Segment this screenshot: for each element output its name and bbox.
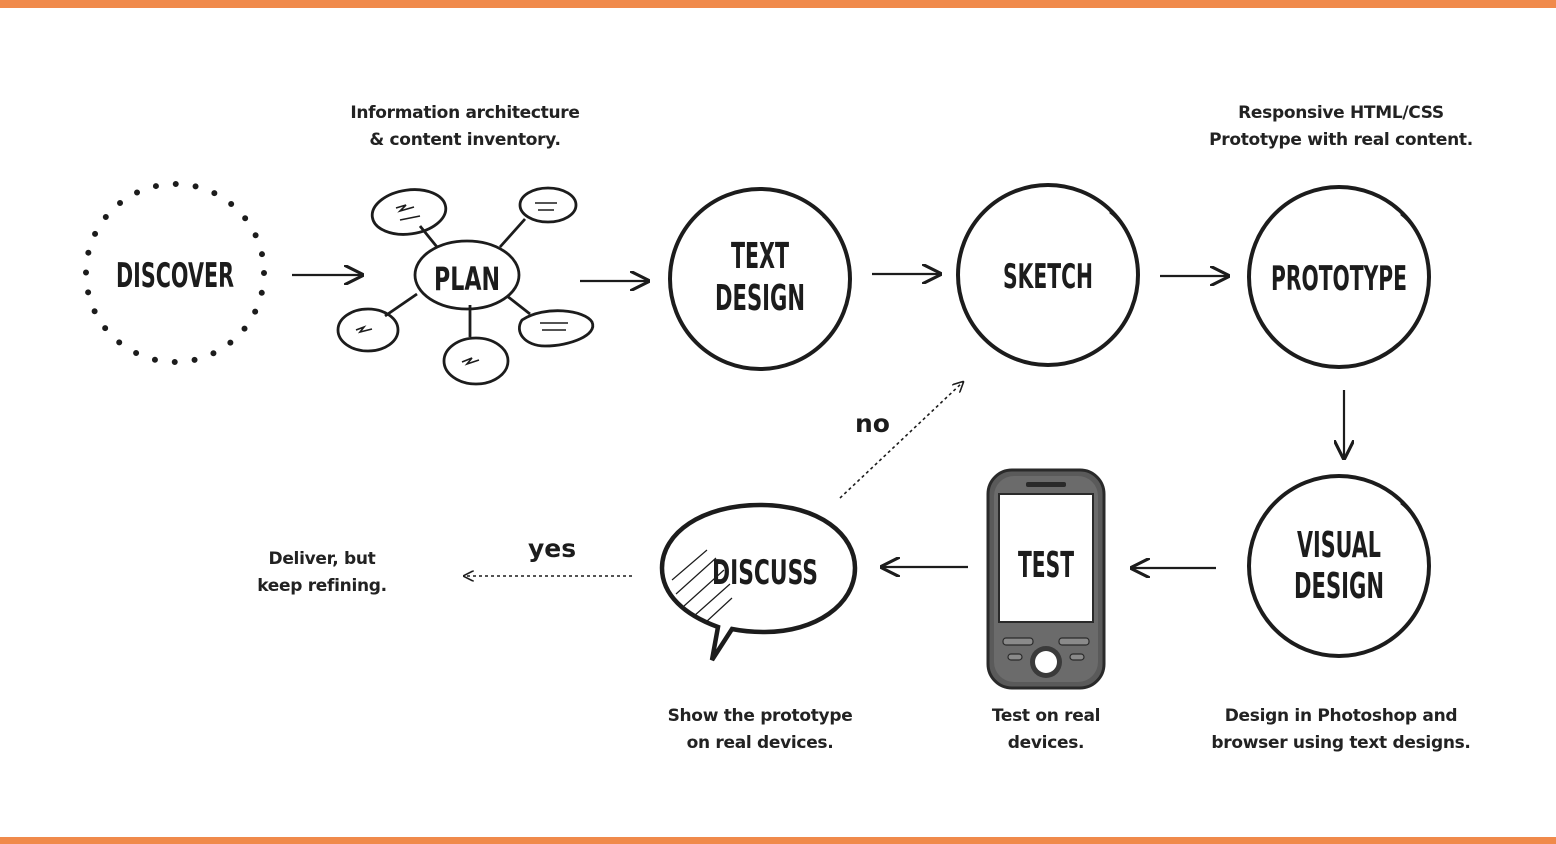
- plan-label: PLAN: [434, 260, 500, 298]
- sketch-label: SKETCH: [1003, 257, 1093, 297]
- discuss-caption-line1: Show the prototype: [667, 706, 853, 726]
- sketch-node: SKETCH: [956, 183, 1140, 367]
- prototype-label: PROTOTYPE: [1271, 259, 1407, 299]
- prototype-caption-line2: Prototype with real content.: [1209, 130, 1473, 150]
- visual-design-label-line1: VISUAL: [1297, 525, 1381, 566]
- prototype-node: PROTOTYPE: [1247, 185, 1431, 369]
- visual-design-caption: Design in Photoshop and browser using te…: [1196, 703, 1486, 757]
- test-caption-line2: devices.: [1007, 733, 1085, 753]
- prototype-caption: Responsive HTML/CSS Prototype with real …: [1196, 100, 1486, 154]
- discuss-caption-line2: on real devices.: [686, 733, 834, 753]
- discover-label: DISCOVER: [116, 256, 234, 296]
- decision-no-label: no: [855, 409, 890, 438]
- visual-design-caption-line1: Design in Photoshop and: [1224, 706, 1458, 726]
- test-caption: Test on real devices.: [966, 703, 1126, 757]
- deliver-caption: Deliver, but keep refining.: [242, 546, 402, 600]
- speech-bubble-icon: DISCUSS: [659, 502, 858, 662]
- visual-design-caption-line2: browser using text designs.: [1211, 733, 1471, 753]
- discuss-caption: Show the prototype on real devices.: [650, 703, 870, 757]
- plan-caption-line1: Information architecture: [350, 103, 580, 123]
- deliver-caption-line2: keep refining.: [257, 576, 387, 596]
- discuss-label: DISCUSS: [712, 553, 818, 593]
- test-label: TEST: [1018, 545, 1074, 586]
- arrow-discuss-no-to-sketch: [839, 382, 963, 499]
- test-caption-line1: Test on real: [991, 706, 1101, 726]
- visual-design-label-line2: DESIGN: [1294, 566, 1384, 607]
- plan-caption: Information architecture & content inven…: [335, 100, 595, 154]
- prototype-caption-line1: Responsive HTML/CSS: [1238, 103, 1444, 123]
- mind-map-icon: PLAN: [336, 186, 595, 386]
- decision-yes-label: yes: [528, 534, 576, 563]
- visual-design-node: VISUAL DESIGN: [1247, 474, 1431, 658]
- plan-caption-line2: & content inventory.: [369, 130, 561, 150]
- text-design-label-line1: TEXT: [731, 236, 789, 277]
- top-accent-bar: [0, 0, 1556, 8]
- deliver-caption-line1: Deliver, but: [268, 549, 376, 569]
- text-design-node: TEXT DESIGN: [668, 187, 852, 371]
- mobile-phone-icon: TEST: [986, 468, 1106, 690]
- text-design-label-line2: DESIGN: [715, 278, 805, 319]
- bottom-accent-bar: [0, 837, 1556, 844]
- discover-node: DISCOVER: [83, 181, 267, 365]
